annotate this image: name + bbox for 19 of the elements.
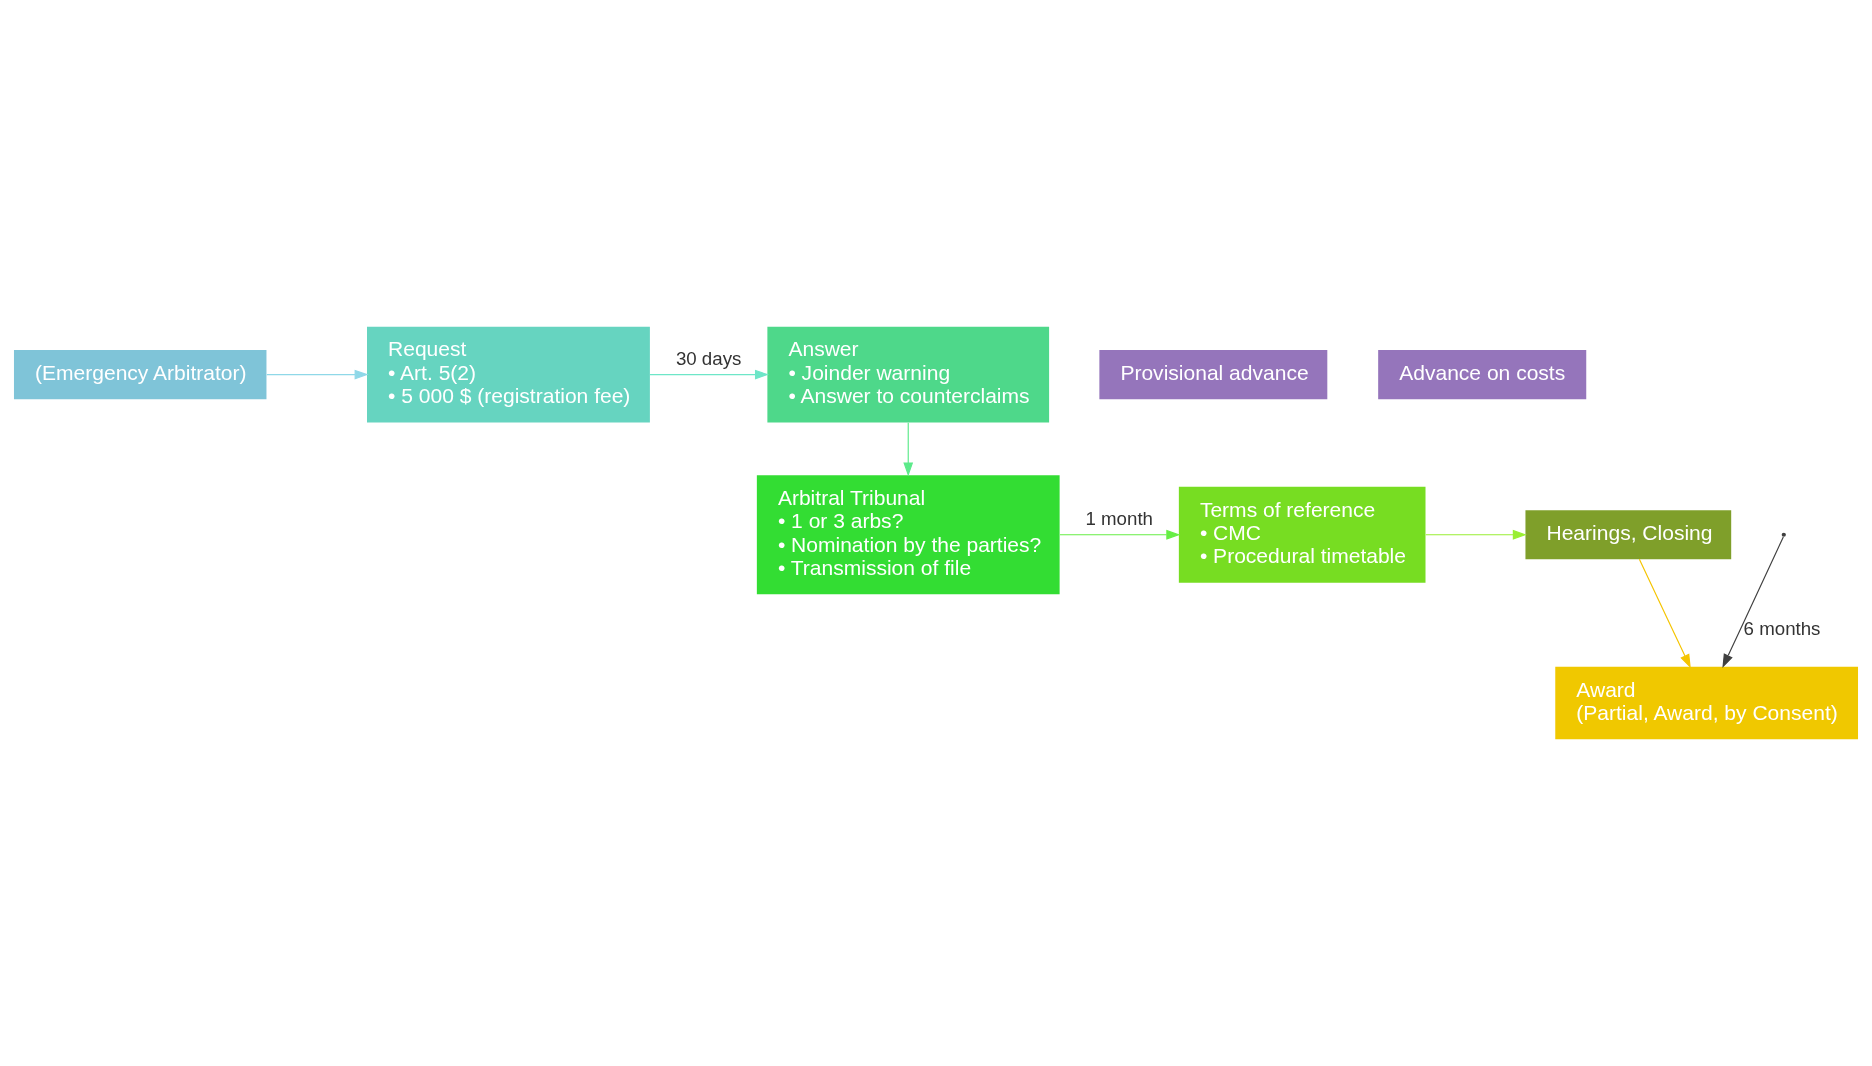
node-box: Arbitral Tribunal • 1 or 3 arbs? • Nomination by the parties? • Transmission of file — [756, 475, 1060, 595]
arrow — [903, 422, 914, 477]
arrow — [1425, 529, 1527, 540]
arrow — [649, 369, 769, 380]
node-box: Award (Partial, Award, by Consent) — [1555, 666, 1859, 740]
edge-label: 30 days — [675, 348, 742, 370]
node-box: Terms of reference • CMC • Procedural timetable — [1178, 486, 1426, 583]
arrow — [1059, 529, 1181, 540]
node-box: Hearings, Closing — [1525, 510, 1732, 560]
node-box: Request • Art. 5(2) • 5 000 $ (registration fee) — [367, 326, 650, 423]
edge-label: 6 months — [1743, 618, 1821, 640]
edge-label: 1 month — [1085, 508, 1153, 530]
arrow — [1722, 536, 1784, 669]
node-box: Provisional advance — [1099, 350, 1328, 400]
node-box: Advance on costs — [1378, 350, 1587, 400]
arrow — [1638, 558, 1691, 669]
arrow — [266, 369, 369, 380]
node-box: (Emergency Arbitrator) — [13, 350, 267, 400]
node-box: Answer • Joinder warning • Answer to counterclaims — [767, 326, 1050, 423]
